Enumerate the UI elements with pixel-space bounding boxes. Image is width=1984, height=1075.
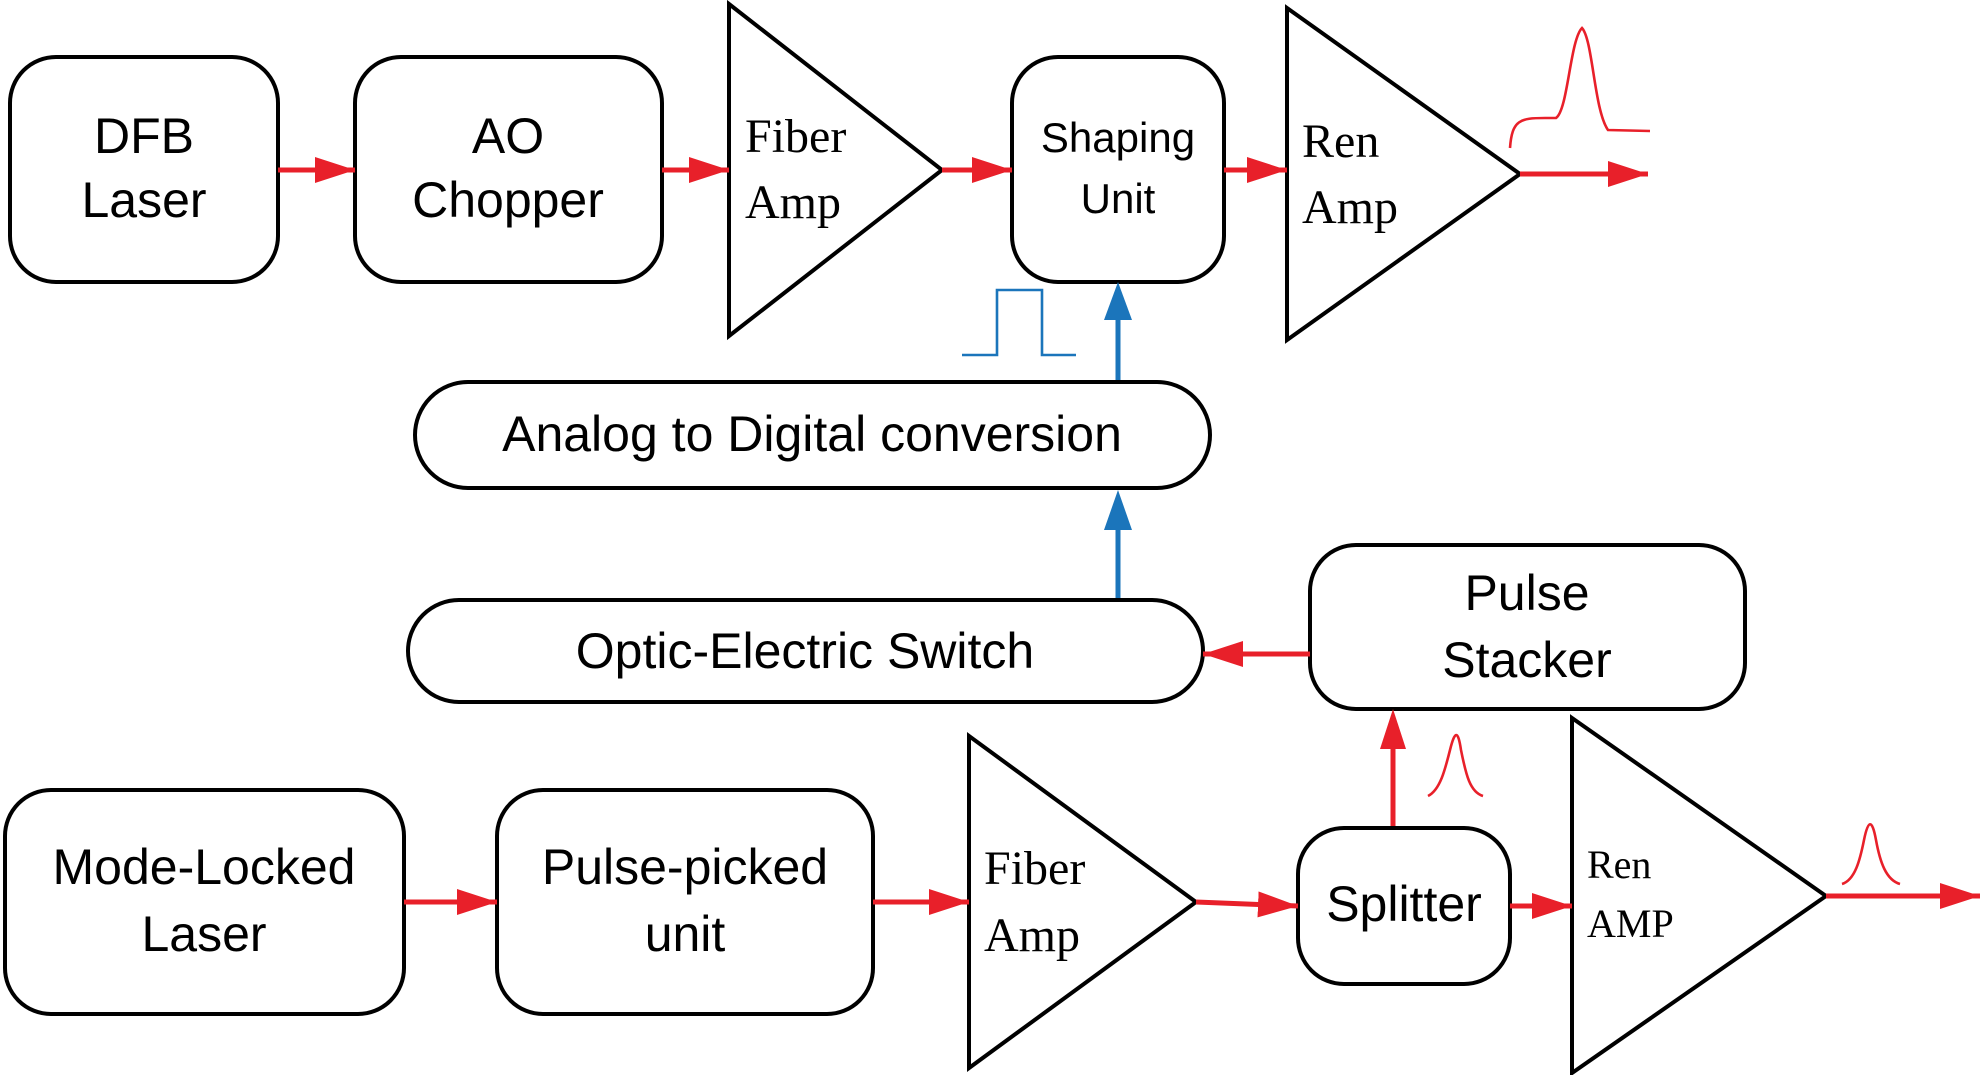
- adc-block: Analog to Digital conversion: [413, 380, 1212, 490]
- ren-amp-bottom-block: Ren AMP: [1570, 714, 1830, 1075]
- oe-switch-block: Optic-Electric Switch: [406, 598, 1205, 704]
- ao-chopper-block: AO Chopper: [353, 55, 664, 284]
- shaping-unit-label-line2: Unit: [1081, 175, 1156, 222]
- ren-amp-top-label-line1: Ren: [1302, 115, 1379, 168]
- ao-chopper-label-line2: Chopper: [412, 172, 604, 228]
- mode-locked-laser-label-line2: Laser: [141, 906, 266, 962]
- oe-switch-label: Optic-Electric Switch: [576, 623, 1034, 679]
- fiber-amp-top-block: Fiber Amp: [727, 0, 946, 341]
- pulse-picked-unit-block: Pulse-picked unit: [495, 788, 875, 1016]
- dfb-laser-label-line2: Laser: [81, 172, 206, 228]
- shaped-pulse-icon: [1508, 26, 1651, 149]
- mode-locked-laser-block: Mode-Locked Laser: [3, 788, 406, 1016]
- ren-amp-bottom-label-line2: AMP: [1587, 901, 1674, 946]
- arrowhead-oe-to-adc: [1104, 490, 1132, 530]
- ren-amp-top-label-line2: Amp: [1302, 181, 1398, 234]
- ren-amp-top-block: Ren Amp: [1285, 4, 1524, 344]
- fiber-amp-top-label-line1: Fiber: [745, 110, 846, 163]
- fiber-amp-top-label-line2: Amp: [745, 176, 841, 229]
- pulse-stacker-label-line1: Pulse: [1464, 565, 1589, 621]
- splitter-label: Splitter: [1326, 876, 1482, 932]
- arrowhead-splitter-to-stacker: [1380, 709, 1406, 749]
- pulse-stacker-label-line2: Stacker: [1442, 632, 1612, 688]
- fiber-amp-bottom-label-line2: Amp: [984, 909, 1080, 962]
- shaping-unit-block: Shaping Unit: [1010, 55, 1226, 284]
- gaussian-pulse-icon-output: [1841, 822, 1901, 886]
- ren-amp-bottom-label-line1: Ren: [1587, 842, 1651, 887]
- pulse-picked-unit-label-line2: unit: [645, 906, 726, 962]
- splitter-block: Splitter: [1296, 826, 1512, 986]
- dfb-laser-block: DFB Laser: [8, 55, 280, 284]
- pulse-picked-unit-label-line1: Pulse-picked: [542, 839, 828, 895]
- fiber-amp-bottom-label-line1: Fiber: [984, 842, 1085, 895]
- dfb-laser-label-line1: DFB: [94, 108, 194, 164]
- fiber-amp-bottom-block: Fiber Amp: [967, 732, 1200, 1072]
- arrowhead-adc-to-shaping: [1104, 282, 1132, 320]
- mode-locked-laser-label-line1: Mode-Locked: [53, 839, 356, 895]
- arrow-fiber-amp-to-splitter: [1195, 891, 1299, 918]
- shaping-unit-label-line1: Shaping: [1041, 114, 1195, 161]
- gaussian-pulse-icon-splitter: [1427, 733, 1484, 798]
- square-pulse-icon: [962, 288, 1076, 357]
- ao-chopper-label-line1: AO: [472, 108, 544, 164]
- adc-label: Analog to Digital conversion: [502, 406, 1122, 462]
- pulse-stacker-block: Pulse Stacker: [1308, 543, 1747, 711]
